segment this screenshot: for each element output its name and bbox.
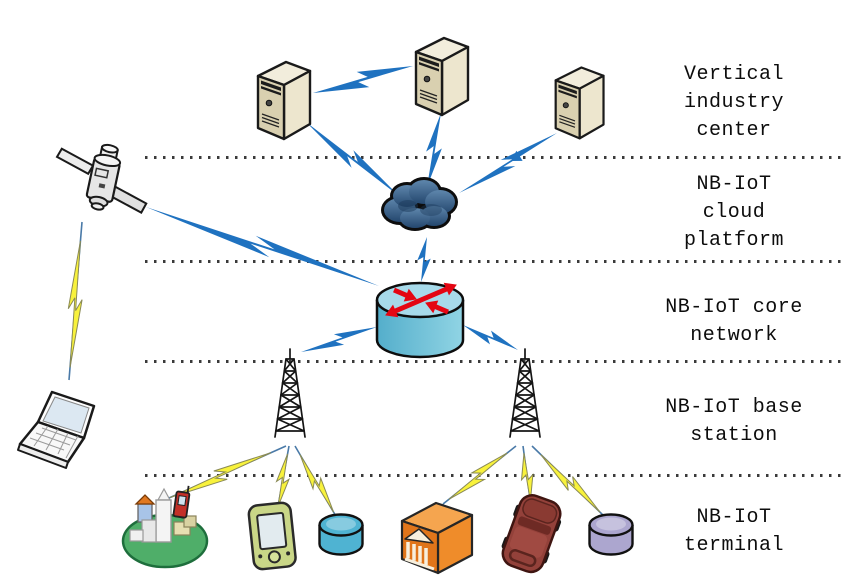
label-nb-iot-base-station: NB-IoT base station: [665, 396, 803, 447]
arrowhead-icon: [511, 150, 523, 161]
label-nb-iot-core-network: NB-IoT core network: [665, 296, 803, 347]
satellite-icon: [55, 143, 148, 214]
layer-separator-3: [145, 360, 846, 363]
router-icon: [375, 281, 465, 359]
lightning-bolt-icon: [417, 237, 431, 282]
lightning-bolt-icon: [459, 133, 557, 193]
label-nb-iot-cloud-platform: NB-IoT cloud platform: [683, 173, 784, 252]
router-arrows-icon: [385, 282, 457, 318]
tower-icon-right: [509, 348, 541, 438]
lightning-bolt-icon: [463, 325, 518, 350]
car-icon: [501, 494, 562, 574]
building-icon: [400, 501, 474, 575]
server-icon-3: [554, 66, 605, 140]
lightning-bolt-icon: [448, 452, 508, 500]
blue-lightning-links: [146, 66, 557, 352]
lightning-bolt-icon: [301, 327, 377, 352]
lightning-bolt-icon: [540, 454, 601, 513]
layer-separator-2: [145, 260, 846, 263]
lightning-bolt-icon: [146, 207, 379, 286]
lightning-bolt-icon: [426, 113, 442, 187]
tower-icon-left: [274, 348, 306, 438]
lightning-bolt-icon: [520, 453, 534, 502]
lightning-bolt-icon: [313, 66, 413, 93]
yellow-lightning-links: [67, 240, 601, 513]
layer-separator-1: [145, 156, 846, 159]
server-icon-2: [414, 36, 470, 117]
lightning-bolt-icon: [67, 240, 83, 368]
lightning-bolt-icon: [275, 453, 291, 507]
server-icon-1: [256, 60, 312, 141]
lightning-bolt-icon: [169, 452, 272, 498]
city-icon: [121, 485, 209, 569]
label-vertical-industry-center: Vertical industry center: [683, 63, 784, 142]
layer-separator-4: [145, 474, 846, 477]
lightning-bolt-icon: [299, 454, 335, 513]
lightning-bolt-icon: [306, 122, 399, 196]
cloud-icon: [381, 177, 458, 231]
laptop-icon: [17, 390, 96, 469]
cylinder-teal-icon: [318, 513, 364, 556]
label-nb-iot-terminal: NB-IoT terminal: [683, 506, 784, 557]
pda-icon: [247, 501, 297, 571]
mobile-phone-icon: [172, 485, 191, 519]
